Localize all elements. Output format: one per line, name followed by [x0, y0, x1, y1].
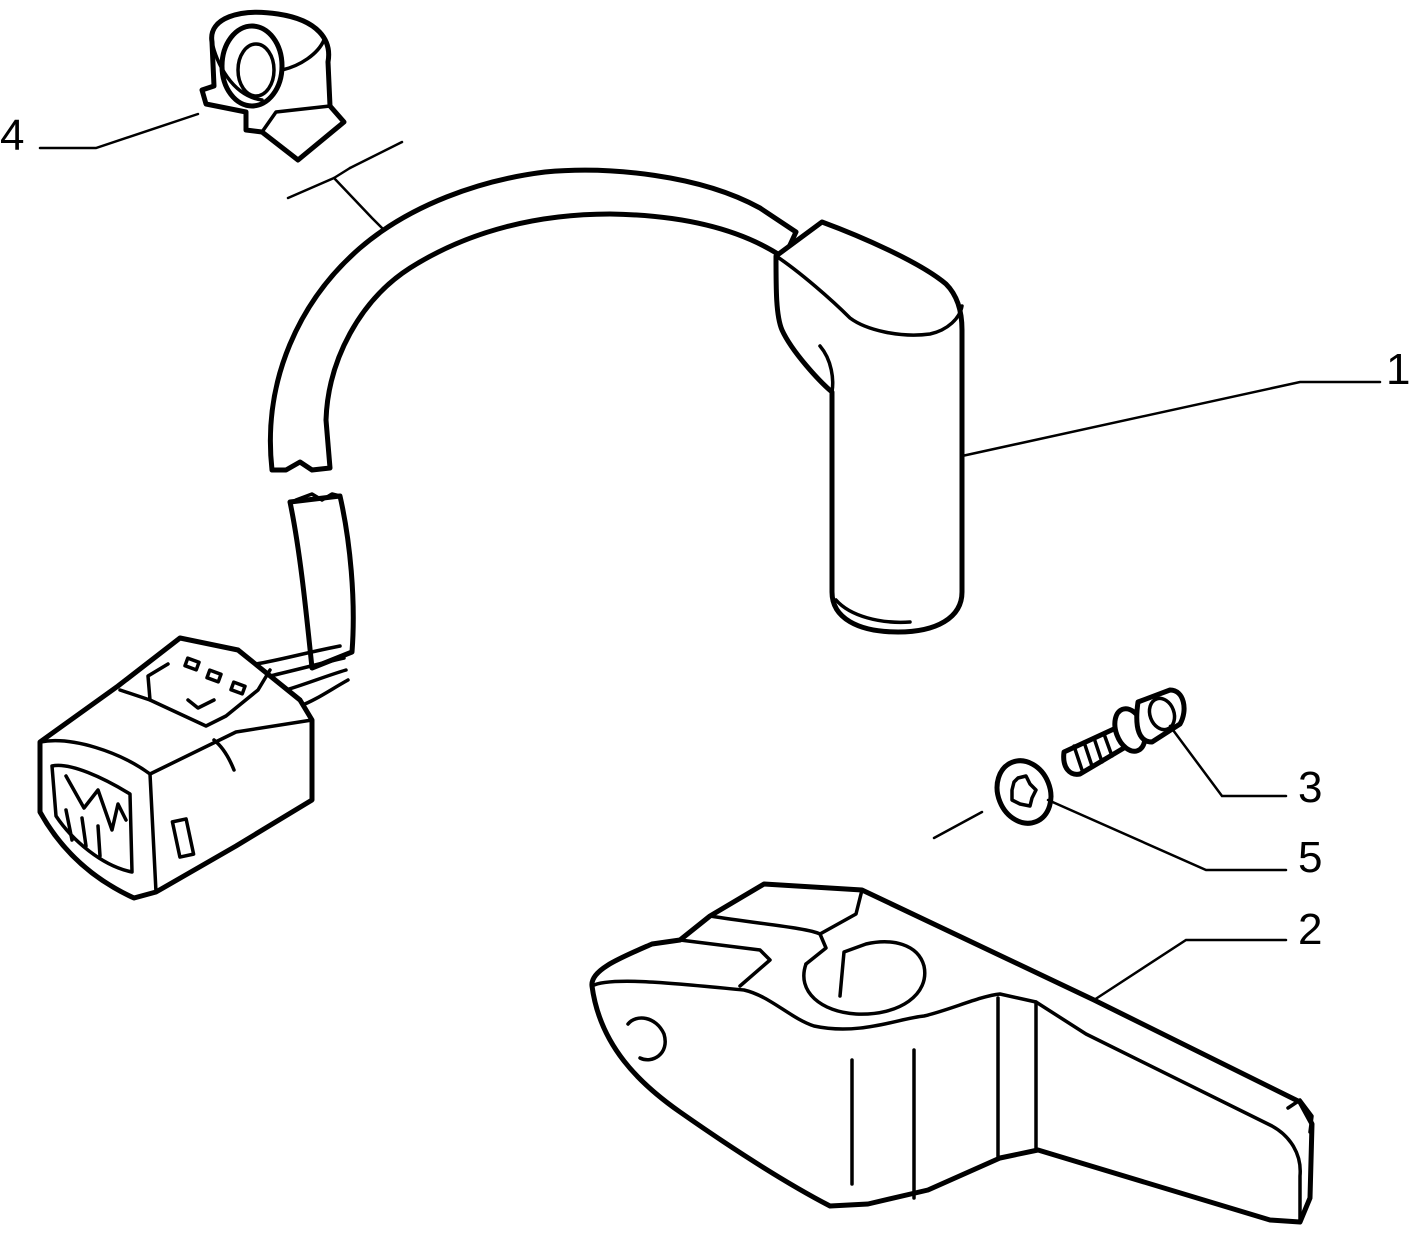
callouts: 4 1 3 5 2 [0, 111, 1410, 954]
part-2-bracket [589, 881, 1315, 1225]
callout-3: 3 [1298, 763, 1322, 812]
leader-3 [1168, 724, 1288, 798]
part-1-sensor-cable [37, 167, 965, 901]
part-3-bolt [1061, 687, 1187, 777]
callout-4: 4 [0, 111, 24, 160]
part-5-washer [994, 758, 1054, 826]
callout-5: 5 [1298, 833, 1322, 882]
callout-2: 2 [1298, 905, 1322, 954]
leader-1 [960, 380, 1382, 458]
leader-5 [1046, 798, 1288, 872]
leader-4 [38, 112, 200, 150]
bolt-axis-line [932, 810, 984, 840]
leader-lines [38, 112, 1382, 1002]
leader-2 [1092, 938, 1288, 1002]
part-4-cable-clip [199, 9, 347, 163]
callout-1: 1 [1386, 345, 1410, 394]
